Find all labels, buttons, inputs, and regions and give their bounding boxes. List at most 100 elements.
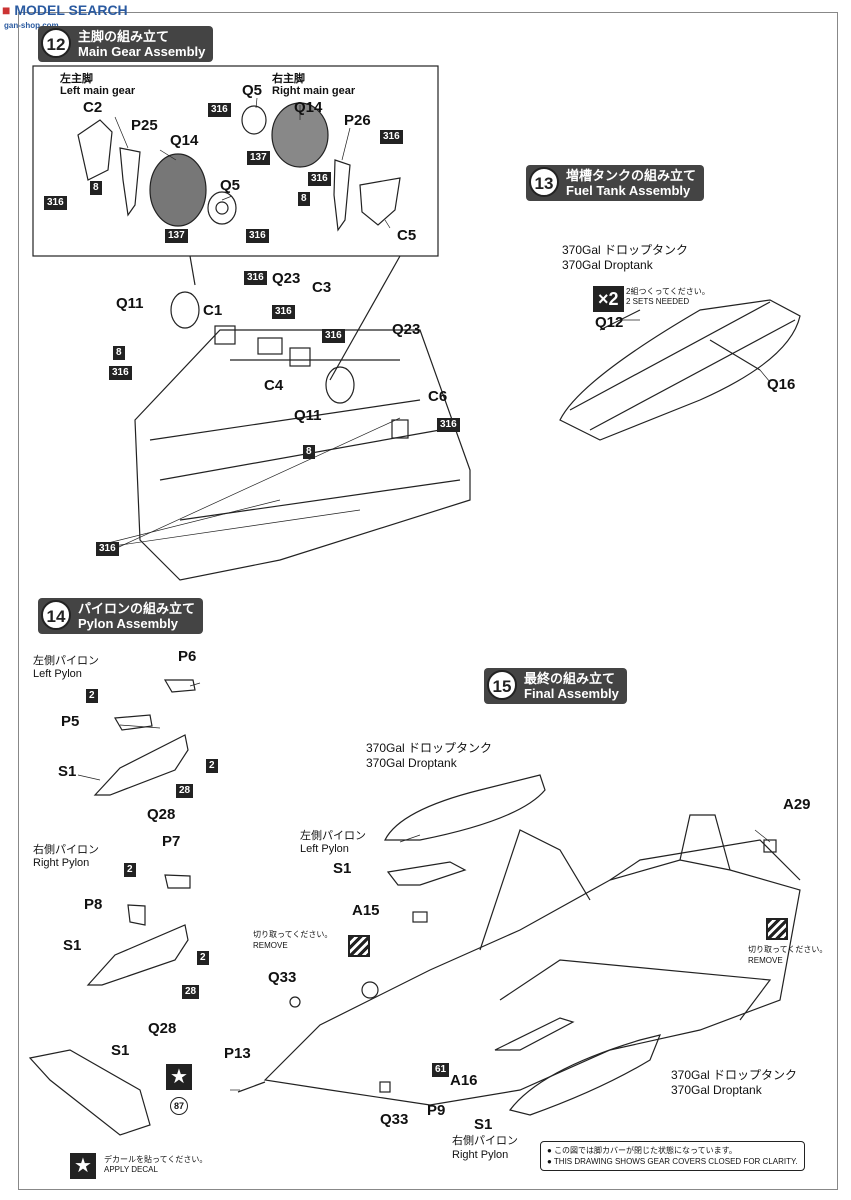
gear-detail-box — [32, 65, 439, 257]
right-pylon-jp: 右側パイロン — [33, 844, 99, 856]
part-label-c4: C4 — [264, 377, 284, 394]
droptank-bottom-jp: 370Gal ドロップタンク — [671, 1068, 798, 1082]
part-label-p7: P7 — [162, 833, 181, 850]
part-label-q12: Q12 — [595, 314, 624, 331]
part-label-q14-left: Q14 — [170, 132, 199, 149]
step-14-title-en: Pylon Assembly — [78, 616, 178, 631]
step-12-title-en: Main Gear Assembly — [78, 44, 206, 59]
part-label-q11: Q11 — [116, 295, 144, 312]
part-label-p25: P25 — [131, 117, 158, 134]
remove-stripe-icon — [348, 935, 370, 957]
part-label-q5-left: Q5 — [220, 177, 241, 194]
remove-note-jp: 切り取ってください。 — [253, 930, 333, 939]
part-label-s1: S1 — [474, 1116, 493, 1133]
right-pylon-en-final: Right Pylon — [452, 1149, 509, 1161]
step-15-banner: 15 最終の組み立て Final Assembly — [484, 668, 627, 704]
sets-needed-en: 2 SETS NEEDED — [626, 297, 690, 306]
part-label-c1: C1 — [203, 302, 223, 319]
paint-tag-28: 28 — [182, 985, 200, 999]
watermark-domain: gan-shop.com — [4, 21, 59, 30]
part-label-q5-right: Q5 — [242, 82, 263, 99]
part-label-q11: Q11 — [294, 407, 322, 424]
paint-tag-8: 8 — [90, 181, 102, 195]
paint-tag-316: 316 — [437, 418, 460, 432]
paint-tag-61: 61 — [432, 1063, 450, 1077]
step-14-number: 14 — [41, 600, 71, 630]
part-label-a15: A15 — [352, 902, 380, 919]
watermark-site: MODEL SEARCH — [14, 2, 128, 18]
page-border — [18, 12, 838, 1190]
droptank-top-jp: 370Gal ドロップタンク — [366, 741, 493, 755]
paint-tag-8: 8 — [303, 445, 315, 459]
part-label-s1: S1 — [111, 1042, 130, 1059]
paint-tag-316: 316 — [208, 103, 231, 117]
part-label-q33: Q33 — [268, 969, 297, 986]
right-pylon-en: Right Pylon — [33, 857, 90, 869]
part-label-q23: Q23 — [392, 321, 421, 338]
part-label-p9: P9 — [427, 1102, 446, 1119]
part-label-c3: C3 — [312, 279, 332, 296]
gear-cover-note: ● この図では脚カバーが閉じた状態になっています。 ● THIS DRAWING… — [540, 1141, 805, 1171]
left-main-gear-en: Left main gear — [60, 85, 136, 97]
remove-note-jp: 切り取ってください。 — [748, 945, 828, 954]
paint-tag-316: 316 — [44, 196, 67, 210]
part-label-s1: S1 — [63, 937, 82, 954]
left-pylon-jp-final: 左側パイロン — [300, 830, 366, 842]
step-12-banner: 12 主脚の組み立て Main Gear Assembly — [38, 26, 214, 62]
decal-legend-star-icon: ★ — [70, 1153, 96, 1179]
step-13-title-jp: 増槽タンクの組み立て — [566, 168, 697, 183]
paint-tag-8: 8 — [113, 346, 125, 360]
step-15-number: 15 — [487, 670, 517, 700]
apply-decal-en: APPLY DECAL — [104, 1165, 158, 1174]
step-14-title-jp: パイロンの組み立て — [78, 601, 196, 616]
part-label-q28: Q28 — [148, 1020, 177, 1037]
step-15-title-en: Final Assembly — [524, 686, 619, 701]
step-12-title-jp: 主脚の組み立て — [78, 29, 170, 44]
right-main-gear-en: Right main gear — [272, 85, 356, 97]
part-label-p26: P26 — [344, 112, 371, 129]
part-label-a16: A16 — [450, 1072, 478, 1089]
part-label-q16: Q16 — [767, 376, 796, 393]
part-label-p5: P5 — [61, 713, 80, 730]
gear-cover-note-en: ● THIS DRAWING SHOWS GEAR COVERS CLOSED … — [547, 1157, 798, 1166]
paint-tag-316: 316 — [380, 130, 403, 144]
part-label-q33: Q33 — [380, 1111, 409, 1128]
part-label-s1: S1 — [333, 860, 352, 877]
remove-stripe-icon — [766, 918, 788, 940]
apply-decal-jp: デカールを貼ってください。 — [104, 1155, 208, 1164]
paint-tag-2: 2 — [206, 759, 218, 773]
gear-cover-note-jp: ● この図では脚カバーが閉じた状態になっています。 — [547, 1146, 737, 1155]
step-13-number: 13 — [529, 167, 559, 197]
tank-name-jp: 370Gal ドロップタンク — [562, 243, 689, 257]
part-label-c2: C2 — [83, 99, 103, 116]
step-15-title-jp: 最終の組み立て — [524, 671, 616, 686]
decal-number-badge: 87 — [170, 1097, 188, 1115]
watermark-logo: ■ MODEL SEARCH — [2, 2, 128, 18]
left-pylon-jp: 左側パイロン — [33, 655, 99, 667]
step-13-title-en: Fuel Tank Assembly — [566, 183, 691, 198]
step-13-banner: 13 増槽タンクの組み立て Fuel Tank Assembly — [526, 165, 705, 201]
paint-tag-316: 316 — [246, 229, 269, 243]
paint-tag-316: 316 — [109, 366, 132, 380]
step-14-banner: 14 パイロンの組み立て Pylon Assembly — [38, 598, 204, 634]
right-main-gear-jp: 右主脚 — [272, 73, 305, 85]
sets-needed-jp: 2組つくってください。 — [626, 287, 710, 296]
part-label-q14-right: Q14 — [294, 99, 323, 116]
part-label-p6: P6 — [178, 648, 197, 665]
part-label-q28: Q28 — [147, 806, 176, 823]
remove-note-en: REMOVE — [253, 941, 288, 950]
part-label-p13: P13 — [224, 1045, 251, 1062]
tank-name-en: 370Gal Droptank — [562, 258, 653, 272]
part-label-p8: P8 — [84, 896, 103, 913]
paint-tag-316: 316 — [96, 542, 119, 556]
step-12-number: 12 — [41, 28, 71, 58]
quantity-badge: ×2 — [593, 286, 624, 312]
part-label-q23: Q23 — [272, 270, 301, 287]
part-label-a29: A29 — [783, 796, 811, 813]
paint-tag-316: 316 — [272, 305, 295, 319]
part-label-c6: C6 — [428, 388, 448, 405]
paint-tag-316: 316 — [244, 271, 267, 285]
paint-tag-2: 2 — [86, 689, 98, 703]
paint-tag-2: 2 — [197, 951, 209, 965]
